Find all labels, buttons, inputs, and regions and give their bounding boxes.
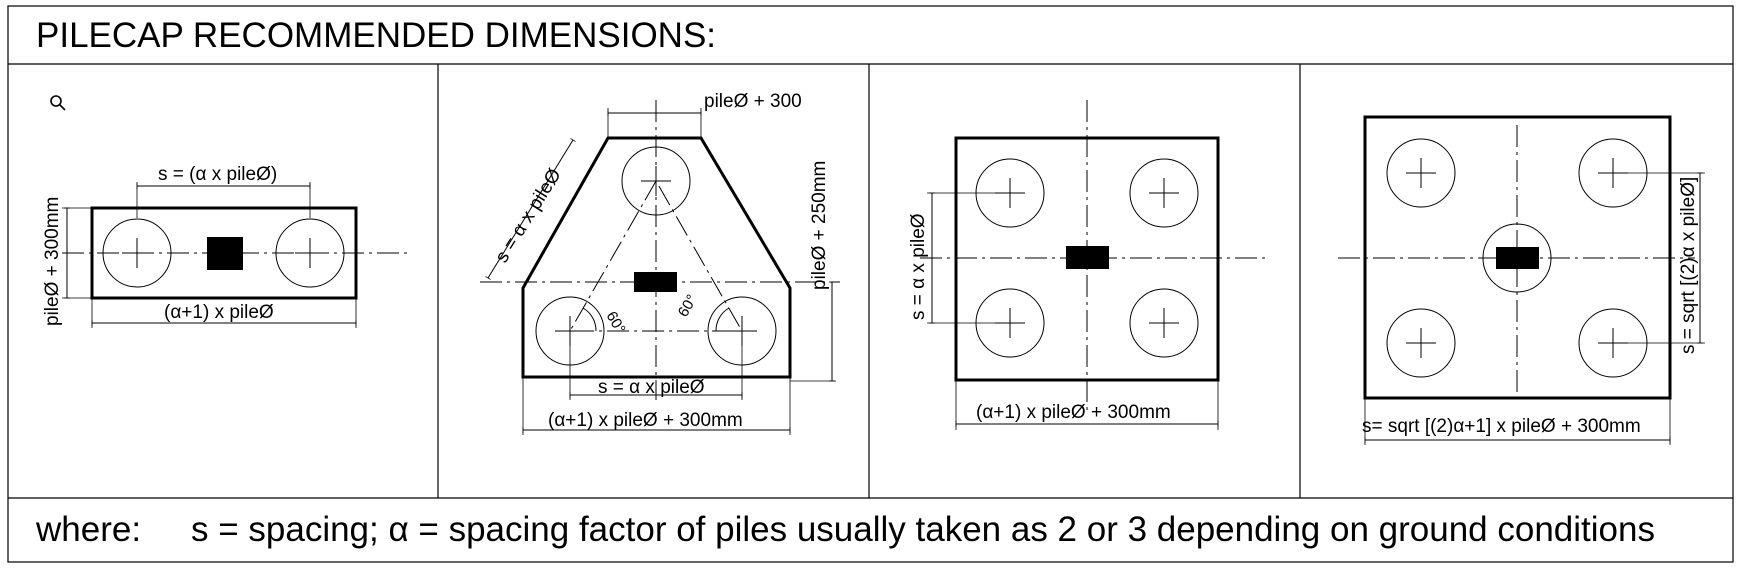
label-width: s= sqrt [(2)α+1] x pileØ + 300mm bbox=[1362, 416, 1641, 437]
label-width: (α+1) x pileØ + 300mm bbox=[976, 402, 1171, 423]
label-side-spacing: s = α x pileØ bbox=[491, 165, 565, 267]
page-title: PILECAP RECOMMENDED DIMENSIONS: bbox=[36, 16, 716, 55]
label-angle-right: 60° bbox=[675, 292, 701, 320]
label-spacing: s = (α x pileØ) bbox=[158, 164, 277, 185]
panel-three-pile: pileØ + 300 s = α x pileØ pileØ + 250mm … bbox=[480, 91, 840, 435]
pile-top-left bbox=[1386, 138, 1456, 208]
pile-top-right bbox=[1129, 158, 1199, 228]
panel-two-pile: s = (α x pileØ) (α+1) x pileØ pileØ + 30… bbox=[42, 95, 410, 328]
magnifier-icon[interactable] bbox=[50, 95, 66, 111]
panel-five-pile: s = sqrt [(2)α x pileØ] s= sqrt [(2)α+1]… bbox=[1338, 115, 1705, 445]
pile-left bbox=[102, 218, 172, 288]
panel-four-pile: s = α x pileØ (α+1) x pileØ + 300mm bbox=[908, 100, 1270, 430]
pile-bottom-left bbox=[1386, 308, 1456, 378]
label-height: pileØ + 300mm bbox=[42, 197, 63, 326]
label-angle-left: 60° bbox=[603, 309, 629, 337]
label-top-width: pileØ + 300 bbox=[704, 91, 802, 112]
footer-definition: s = spacing; α = spacing factor of piles… bbox=[191, 510, 1655, 549]
footer-where: where: bbox=[35, 510, 141, 549]
column-block bbox=[207, 237, 243, 270]
pile-top bbox=[621, 146, 691, 216]
pile-right bbox=[275, 218, 345, 288]
label-base-width: (α+1) x pileØ + 300mm bbox=[548, 410, 743, 431]
column-block bbox=[1496, 247, 1539, 269]
pile-center bbox=[1482, 223, 1552, 293]
label-right-dim: pileØ + 250mm bbox=[809, 161, 830, 290]
pile-bottom-right bbox=[1129, 288, 1199, 358]
outer-border bbox=[7, 5, 1734, 563]
label-width: (α+1) x pileØ bbox=[164, 302, 274, 323]
label-spacing: s = α x pileØ bbox=[908, 213, 929, 320]
pile-triangle bbox=[569, 180, 743, 332]
table-grid bbox=[7, 5, 1734, 563]
label-bottom-spacing: s = α x pileØ bbox=[598, 377, 705, 398]
column-block bbox=[1066, 246, 1109, 269]
label-spacing: s = sqrt [(2)α x pileØ] bbox=[1678, 177, 1699, 354]
column-block bbox=[634, 272, 677, 292]
